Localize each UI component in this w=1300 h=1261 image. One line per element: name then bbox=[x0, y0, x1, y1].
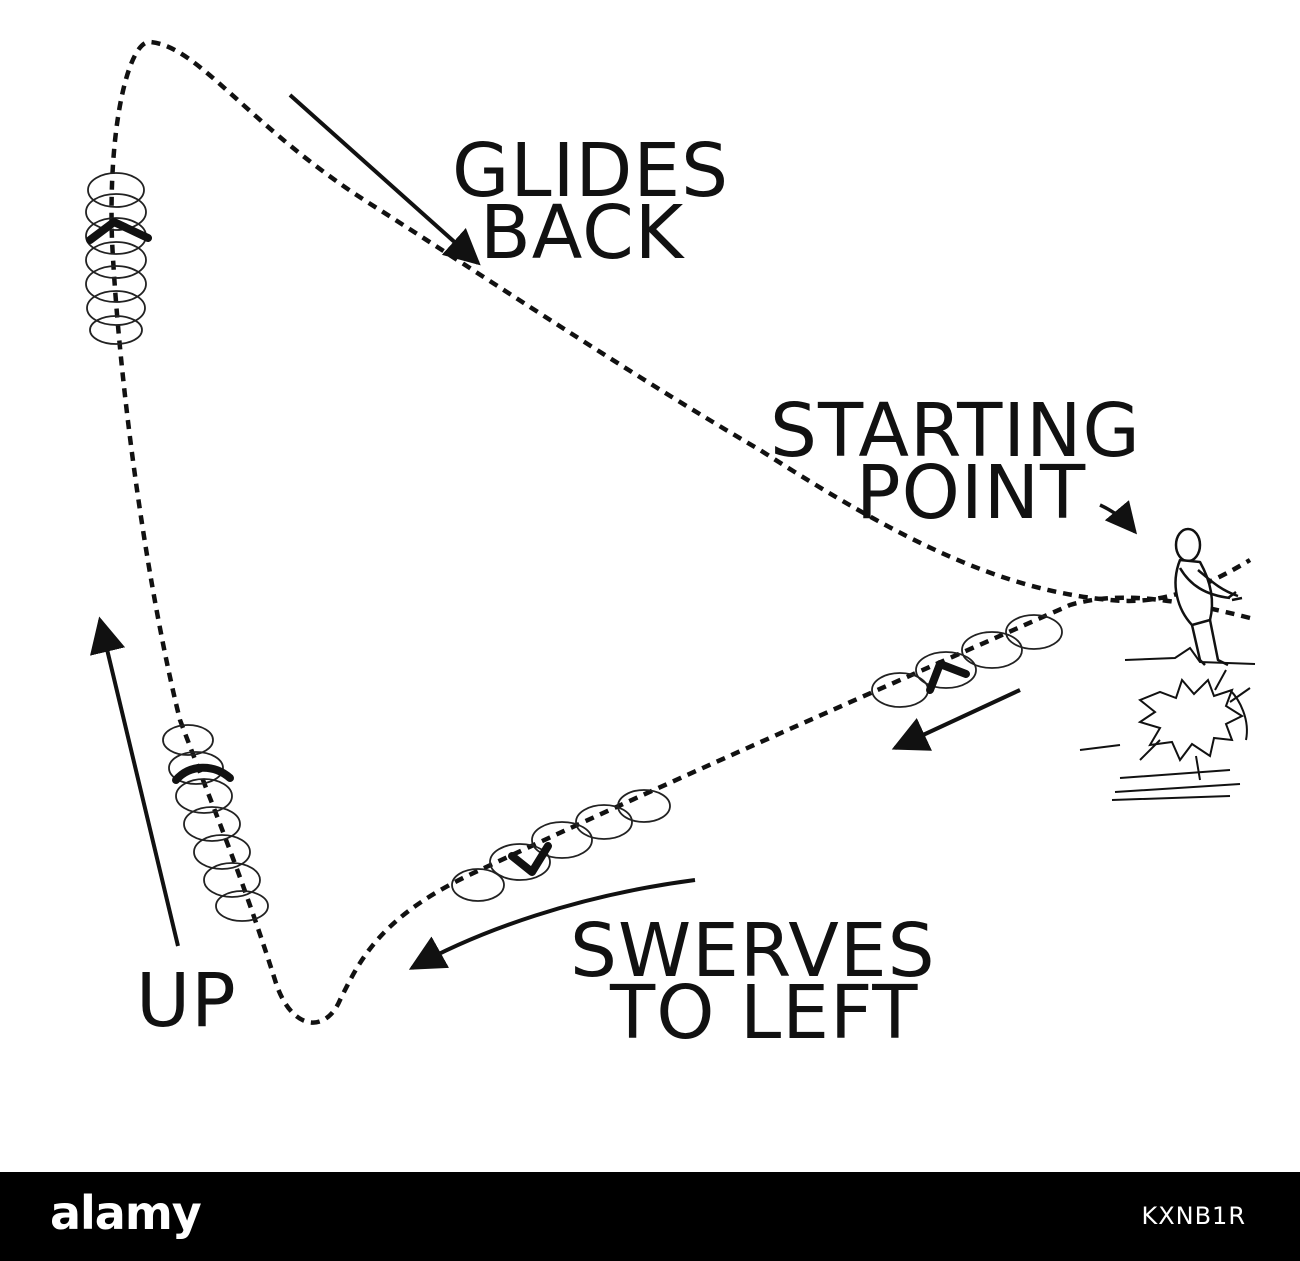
glides-back-label: GLIDES BACK bbox=[452, 128, 730, 276]
starting-point-label: STARTING POINT bbox=[770, 388, 1141, 536]
up-label: UP bbox=[136, 958, 237, 1044]
boomerang-icon bbox=[172, 763, 234, 784]
spin-stack-left bbox=[162, 724, 269, 922]
spin-stack-lower bbox=[451, 789, 671, 902]
thrower-figure bbox=[1174, 527, 1243, 667]
spin-stack-top bbox=[85, 172, 147, 345]
boomerang-flight-diagram bbox=[85, 39, 1256, 1025]
starting-point-arrow bbox=[1099, 500, 1138, 535]
alamy-logo: alamy bbox=[50, 1186, 202, 1240]
swerve-arrow bbox=[408, 878, 696, 970]
swerves-line-1: SWERVES bbox=[570, 908, 936, 994]
stock-id: KXNB1R bbox=[1141, 1202, 1246, 1230]
up-arrow bbox=[90, 616, 180, 947]
grass-tuft bbox=[1079, 646, 1256, 801]
glides-back-line-2: BACK bbox=[480, 190, 685, 276]
watermark-bar: alamy KXNB1R bbox=[0, 1172, 1300, 1261]
glides-back-arrow bbox=[288, 93, 481, 266]
spin-stack-upper bbox=[871, 614, 1063, 708]
outbound-arrow bbox=[891, 688, 1021, 751]
boomerang-icon bbox=[508, 842, 552, 876]
boomerang-icon bbox=[926, 660, 970, 694]
swerves-line-2: TO LEFT bbox=[610, 970, 919, 1056]
starting-point-line-2: POINT bbox=[856, 450, 1087, 536]
starting-point-line-1: STARTING bbox=[770, 388, 1141, 474]
up-text: UP bbox=[136, 958, 237, 1044]
boomerang-icon bbox=[86, 218, 152, 244]
glides-back-line-1: GLIDES bbox=[452, 128, 730, 214]
swerves-to-left-label: SWERVES TO LEFT bbox=[570, 908, 936, 1056]
